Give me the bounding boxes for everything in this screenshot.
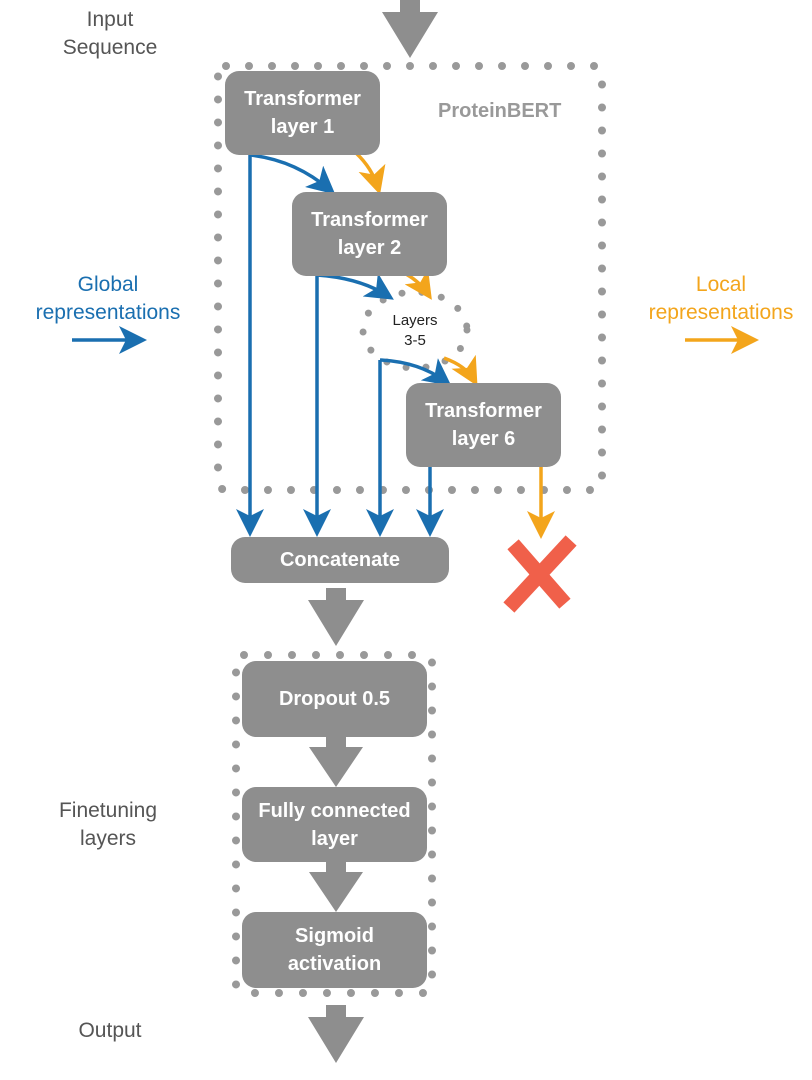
layers-3-5-label: Layers 3-5	[392, 312, 438, 349]
local-representations-label: Local representations	[648, 273, 794, 324]
local-arrow-2	[404, 268, 432, 300]
local-arrow-3	[443, 354, 478, 387]
dropout-arrow	[309, 737, 363, 787]
proteinbert-title: ProteinBERT	[438, 100, 562, 122]
input-arrow	[382, 0, 438, 58]
local-arrow-1	[354, 151, 386, 195]
global-representations-label: Global representations	[35, 273, 181, 324]
layers-3-5-frame	[359, 288, 471, 372]
discard-cross-icon	[503, 535, 577, 613]
transformer-layer-1: Transformer layer 1	[225, 71, 380, 155]
sigmoid-box: Sigmoid activation	[242, 912, 427, 988]
global-arrow-3-curve	[379, 358, 452, 387]
concatenate-box: Concatenate	[231, 537, 449, 583]
output-label: Output	[78, 1019, 142, 1042]
dropout-box: Dropout 0.5	[242, 661, 427, 737]
concat-arrow	[308, 588, 364, 646]
fully-connected-box: Fully connected layer	[242, 787, 427, 862]
global-arrow-1-curve	[249, 153, 336, 195]
transformer-layer-6: Transformer layer 6	[406, 383, 561, 467]
output-arrow	[308, 1005, 364, 1063]
global-arrow-2-curve	[316, 272, 394, 300]
finetuning-layers-label: Finetuning layers	[58, 799, 158, 850]
input-sequence-label: Input Sequence	[62, 8, 158, 59]
proteinbert-frame	[214, 62, 606, 494]
fc-arrow	[309, 862, 363, 912]
transformer-layer-2: Transformer layer 2	[292, 192, 447, 276]
